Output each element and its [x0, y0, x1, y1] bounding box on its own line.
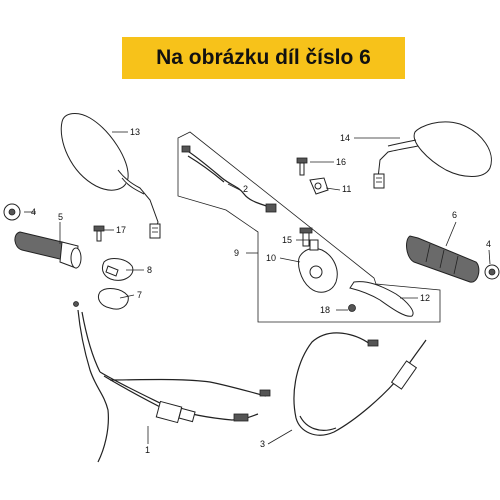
title-banner: Na obrázku díl číslo 6 — [122, 37, 405, 79]
brake-cable — [293, 332, 427, 436]
right-grip — [406, 235, 480, 283]
label-4-left: 4 — [31, 207, 36, 217]
label-17: 17 — [116, 225, 126, 235]
switch-group-frame — [177, 131, 441, 323]
label-9: 9 — [234, 248, 239, 258]
label-18: 18 — [320, 305, 330, 315]
label-13: 13 — [130, 127, 140, 137]
label-12: 12 — [420, 293, 430, 303]
end-cap-left — [3, 203, 21, 221]
brake-lever — [349, 281, 414, 317]
label-11: 11 — [342, 184, 351, 194]
label-2: 2 — [243, 184, 248, 194]
screw-15 — [299, 227, 313, 247]
clamp-11 — [309, 177, 329, 195]
label-10: 10 — [266, 253, 276, 263]
left-mirror — [60, 113, 161, 239]
label-8: 8 — [147, 265, 152, 275]
label-14: 14 — [340, 133, 350, 143]
switch-housing — [297, 239, 338, 293]
throttle-housing — [97, 258, 134, 310]
label-6: 6 — [452, 210, 457, 220]
right-mirror — [373, 121, 492, 189]
label-4-right: 4 — [486, 239, 491, 249]
wire-harness — [181, 145, 277, 213]
screw-16 — [296, 157, 308, 176]
label-15: 15 — [282, 235, 292, 245]
leader-lines — [24, 131, 491, 445]
throttle-cable — [73, 301, 271, 463]
label-7: 7 — [137, 290, 142, 300]
throttle-grip — [14, 231, 82, 269]
screw-17 — [93, 225, 105, 242]
label-1: 1 — [145, 445, 150, 455]
end-cap-right — [484, 264, 500, 280]
label-5: 5 — [58, 212, 63, 222]
nut-18 — [348, 304, 356, 312]
label-3: 3 — [260, 439, 265, 449]
label-16: 16 — [336, 157, 346, 167]
